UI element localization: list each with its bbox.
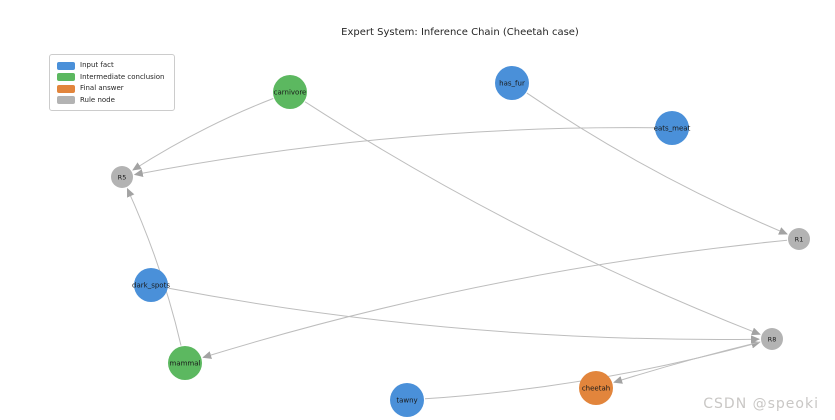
node-label-R8: R8 (768, 336, 777, 344)
legend-item-final-answer: Final answer (57, 83, 168, 95)
node-mammal (168, 346, 202, 380)
node-R5 (111, 166, 133, 188)
edge-mammal-to-R5 (126, 187, 182, 346)
node-label-R5: R5 (118, 174, 127, 182)
legend-label-intermediate-conclusion: Intermediate conclusion (80, 72, 165, 81)
node-label-R1: R1 (795, 236, 804, 244)
node-R8 (761, 328, 783, 350)
legend: Input fact Intermediate conclusion Final… (49, 54, 175, 111)
edge-carnivore-to-R8 (304, 101, 761, 336)
node-eats_meat (655, 111, 689, 145)
legend-item-input-fact: Input fact (57, 60, 168, 72)
legend-swatch-final-answer (57, 84, 75, 93)
node-tawny (390, 383, 424, 417)
node-label-cheetah: cheetah (582, 385, 610, 393)
legend-label-final-answer: Final answer (80, 84, 124, 93)
node-R1 (788, 228, 810, 250)
node-label-dark_spots: dark_spots (132, 282, 170, 290)
edge-R1-to-mammal (202, 239, 788, 359)
legend-swatch-input-fact (57, 61, 75, 70)
watermark: CSDN @speoki (703, 396, 819, 412)
legend-label-input-fact: Input fact (80, 61, 114, 70)
node-label-eats_meat: eats_meat (654, 125, 691, 133)
node-label-has_fur: has_fur (499, 80, 525, 88)
node-label-tawny: tawny (396, 397, 417, 405)
legend-swatch-rule-node (57, 96, 75, 105)
legend-swatch-intermediate-conclusion (57, 73, 75, 82)
edge-R8-to-cheetah (613, 341, 761, 384)
node-carnivore (273, 75, 307, 109)
legend-item-intermediate-conclusion: Intermediate conclusion (57, 72, 168, 84)
legend-item-rule-node: Rule node (57, 95, 168, 107)
edge-carnivore-to-R5 (132, 98, 274, 171)
node-cheetah (579, 371, 613, 405)
node-dark_spots (134, 268, 168, 302)
chart-title: Expert System: Inference Chain (Cheetah … (341, 27, 579, 38)
edge-eats_meat-to-R5 (133, 127, 655, 178)
edge-has_fur-to-R1 (526, 92, 788, 235)
node-label-carnivore: carnivore (274, 89, 307, 97)
node-has_fur (495, 66, 529, 100)
node-label-mammal: mammal (170, 360, 201, 368)
legend-label-rule-node: Rule node (80, 95, 115, 104)
edge-dark_spots-to-R8 (168, 287, 760, 344)
